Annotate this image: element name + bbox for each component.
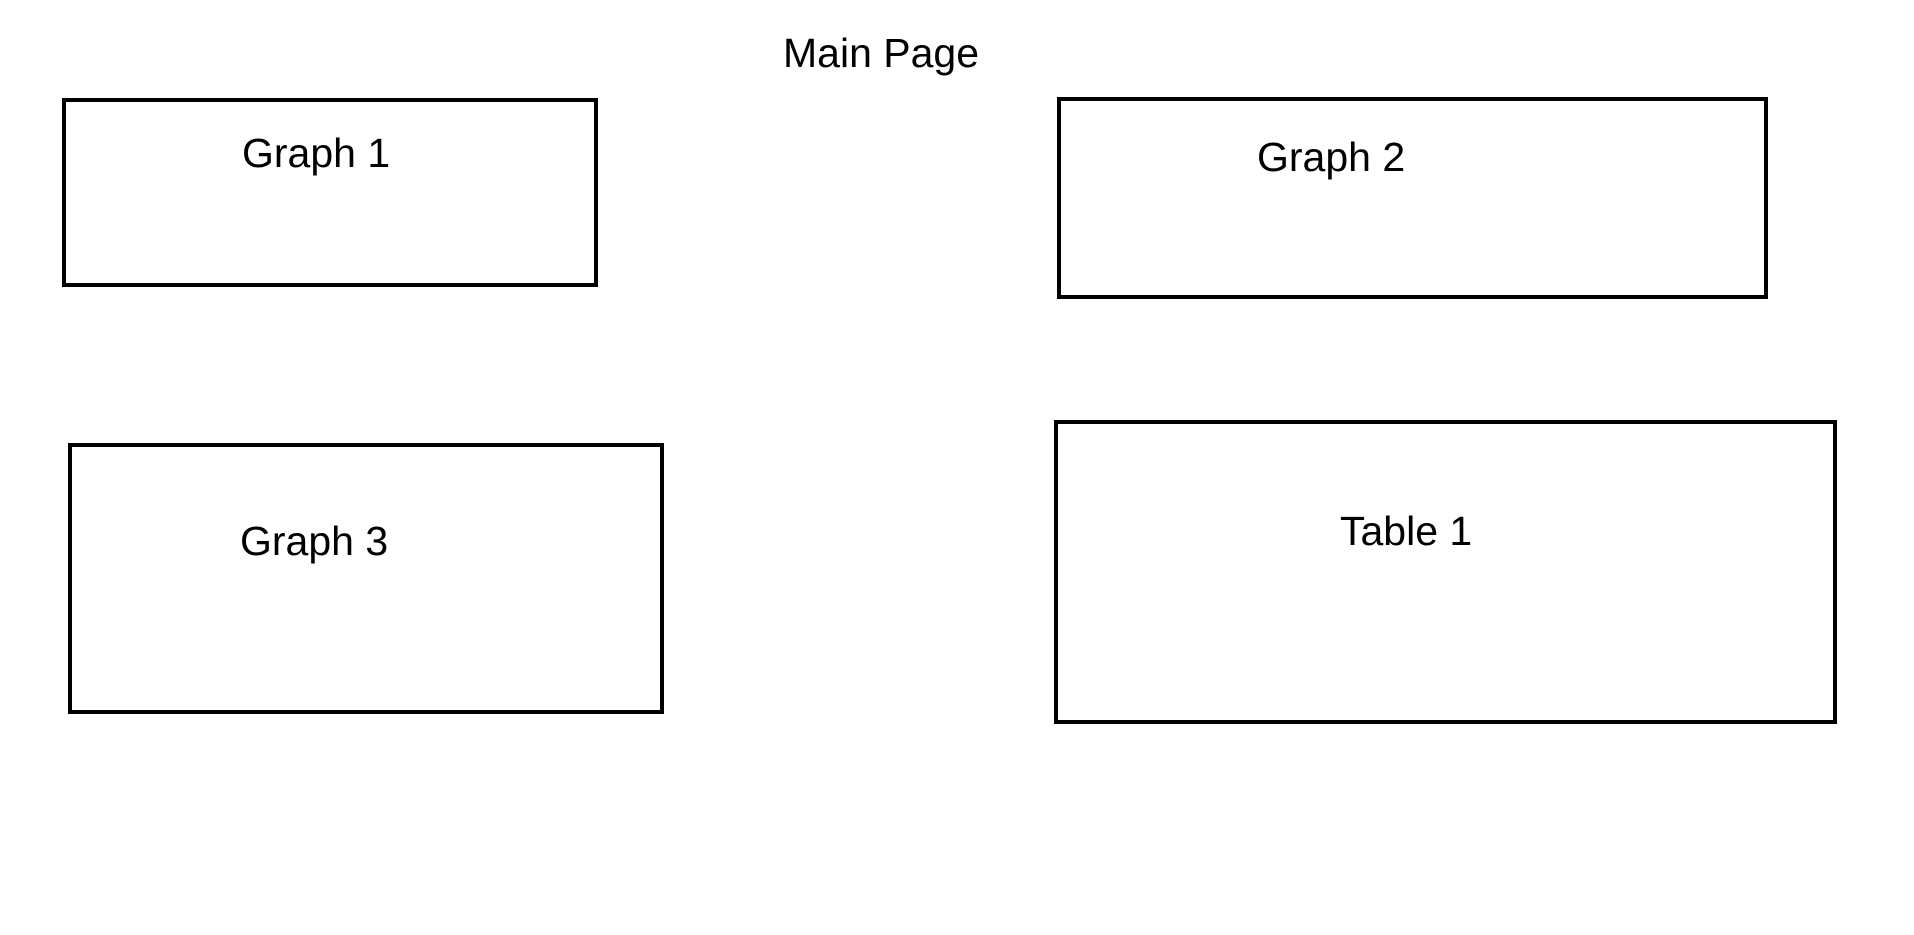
page-title: Main Page	[783, 30, 980, 76]
table-1-label: Table 1	[1340, 508, 1473, 554]
graph-3-panel: Graph 3	[68, 443, 664, 714]
table-1-panel: Table 1	[1054, 420, 1837, 724]
graph-2-label: Graph 2	[1257, 134, 1406, 180]
graph-3-label: Graph 3	[240, 518, 389, 564]
graph-1-panel: Graph 1	[62, 98, 598, 287]
graph-2-panel: Graph 2	[1057, 97, 1768, 299]
graph-1-label: Graph 1	[242, 130, 391, 176]
